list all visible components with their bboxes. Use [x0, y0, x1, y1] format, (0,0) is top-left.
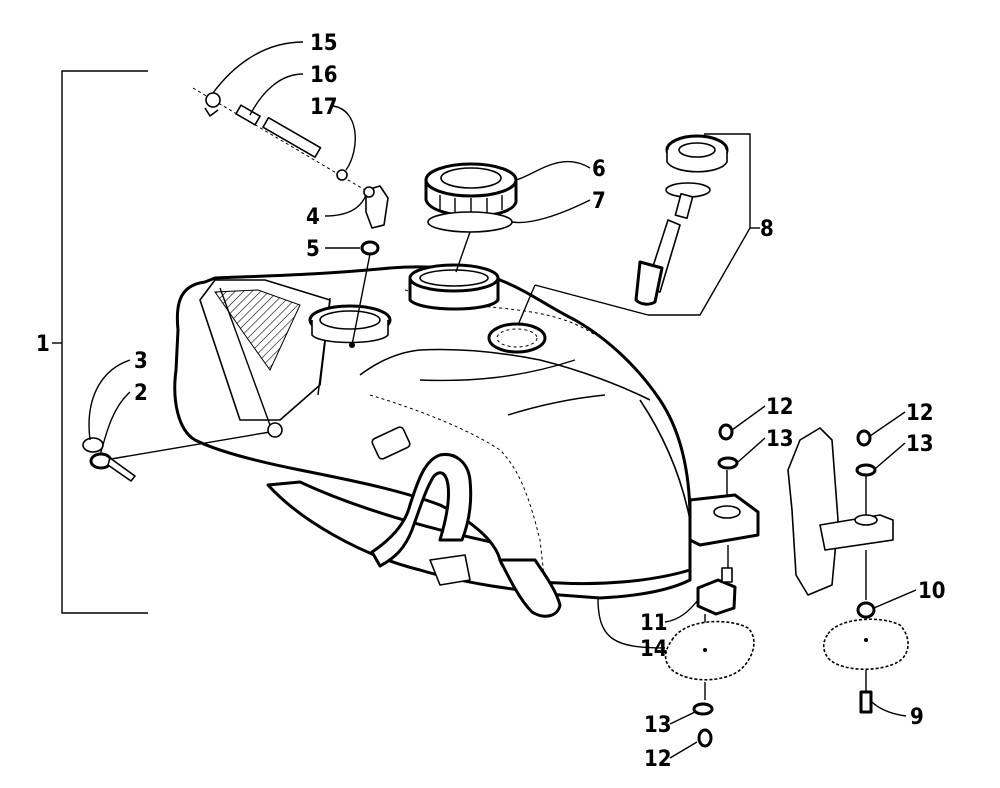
callout-13-center: 13 [766, 427, 794, 452]
filler-neck-rear [308, 304, 392, 344]
callout-13-right: 13 [906, 432, 934, 457]
tank-bottom-tube [498, 558, 562, 618]
fuel-gauge-assembly [517, 133, 760, 326]
callout-labels: 1 2 3 4 5 6 7 8 9 10 11 12 12 12 13 13 1… [36, 31, 946, 772]
callout-12-bottom: 12 [644, 747, 672, 772]
callout-8: 8 [760, 217, 774, 242]
callout-4: 4 [306, 205, 320, 230]
filler-neck-main [408, 263, 500, 311]
callout-14: 14 [640, 637, 668, 662]
tank-side-seam [369, 394, 546, 586]
callout-1: 1 [36, 332, 50, 357]
callout-10: 10 [918, 579, 946, 604]
callout-16: 16 [310, 63, 338, 88]
callout-5: 5 [306, 237, 320, 262]
callout-9: 9 [910, 705, 924, 730]
cap-gasket [427, 211, 513, 233]
fuel-hose-loop [370, 452, 473, 568]
gauge-opening [487, 322, 547, 354]
callout-13-bottom: 13 [644, 713, 672, 738]
tank-rear-hatch [214, 289, 301, 371]
callout-11: 11 [640, 611, 668, 636]
fuel-tank [173, 265, 692, 618]
callout-3: 3 [134, 349, 148, 374]
leader-lines [88, 41, 917, 759]
rubber-pad-right [822, 601, 909, 714]
callout-12-right: 12 [906, 401, 934, 426]
callout-2: 2 [134, 381, 148, 406]
callout-15: 15 [310, 31, 338, 56]
rubber-pad-left [664, 620, 755, 748]
assembly-bracket [52, 70, 148, 614]
tank-stripe-1 [419, 359, 576, 382]
fuel-cap [424, 162, 518, 218]
tank-front-fold [639, 399, 691, 521]
vent-line-parts [192, 87, 389, 348]
mount-clip-11 [696, 567, 737, 650]
tank-stripe-2 [507, 394, 606, 416]
callout-17: 17 [310, 95, 338, 120]
mount-bracket-center [688, 423, 760, 572]
tank-lower-bracket [429, 554, 471, 586]
tank-saddle-ridge [359, 348, 651, 401]
callout-7: 7 [592, 189, 606, 214]
callout-6: 6 [592, 157, 606, 182]
callout-12-center: 12 [766, 395, 794, 420]
drain-petcock [82, 422, 283, 482]
tank-side-grommet [371, 426, 411, 460]
mount-pad [787, 427, 894, 600]
